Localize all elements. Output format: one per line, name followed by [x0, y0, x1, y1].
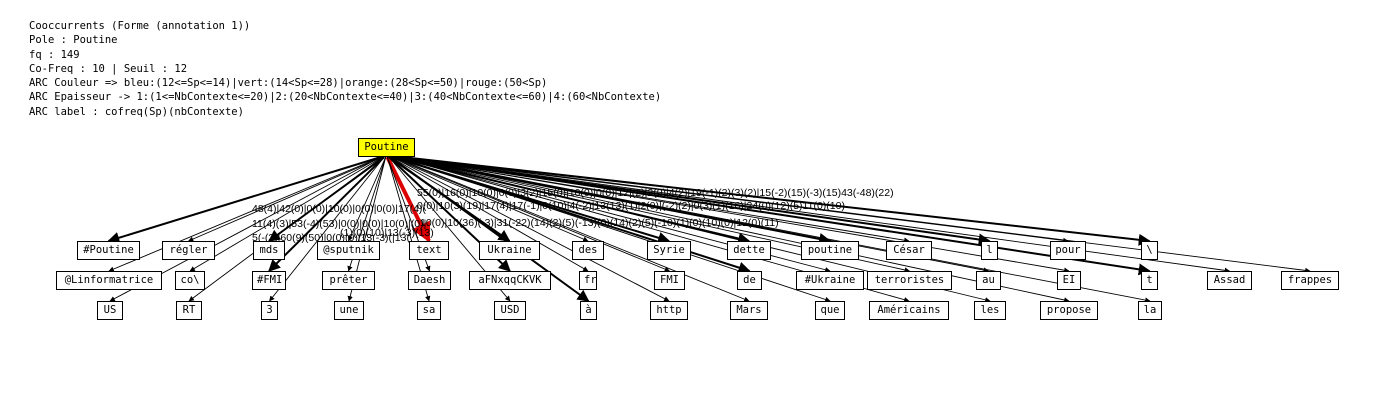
edge-arc [393, 156, 750, 302]
header-arc-color: ARC Couleur => bleu:(12<=Sp<=14)|vert:(1… [29, 77, 548, 90]
edge-arc [390, 156, 589, 272]
node-mds[interactable]: mds [253, 241, 285, 260]
edge-label-5: 0(0)|10(3)(19)|17(4)|17(-1)|0(10)|4(-2)|… [417, 200, 845, 212]
edge-arc [389, 156, 590, 302]
header-arc-label: ARC label : cofreq(Sp)(nbContexte) [29, 105, 244, 118]
edge-arc [401, 156, 1151, 276]
node-usd[interactable]: USD [494, 301, 526, 320]
edge-arc [188, 156, 383, 242]
edge-arc [391, 156, 670, 302]
node-linformatrice[interactable]: @Linformatrice [56, 271, 162, 290]
node-afnxqqckvk[interactable]: aFNxqqCKVK [469, 271, 551, 290]
edge-arc [385, 156, 431, 243]
node-hashtag-poutine[interactable]: #Poutine [77, 241, 140, 260]
node-sa[interactable]: sa [417, 301, 441, 320]
edge-arc [107, 156, 382, 244]
edge-arc [400, 156, 1070, 273]
node-terroristes[interactable]: terroristes [867, 271, 952, 290]
edge-arc [401, 156, 1151, 303]
node-us[interactable]: US [97, 301, 123, 320]
header-cofreq: Co-Freq : 10 | Seuil : 12 [29, 62, 188, 75]
edge-arc [391, 156, 670, 272]
edge-arc [400, 156, 1070, 303]
node-dette[interactable]: dette [727, 241, 771, 260]
edge-label-6: 10(0)|10(36)(-3)|31(-22)(14)(2)(5)(-13)(… [420, 217, 779, 229]
node-text[interactable]: text [409, 241, 449, 260]
node-t[interactable]: t [1141, 271, 1158, 290]
node-propose[interactable]: propose [1040, 301, 1098, 320]
node-ei[interactable]: EI [1057, 271, 1081, 290]
header-info: Cooccurrents (Forme (annotation 1)) Pole… [29, 19, 661, 119]
header-fq: fq : 149 [29, 48, 80, 61]
node-rt[interactable]: RT [176, 301, 202, 320]
node-http[interactable]: http [650, 301, 688, 320]
pole-node[interactable]: Poutine [358, 138, 415, 157]
node-regler[interactable]: régler [162, 241, 215, 260]
node-3[interactable]: 3 [261, 301, 278, 320]
edge-arc [395, 156, 832, 245]
node-cesar[interactable]: César [886, 241, 932, 260]
header-pole: Pole : Poutine [29, 34, 118, 47]
node-preter[interactable]: prêter [322, 271, 375, 290]
node-mars[interactable]: Mars [730, 301, 768, 320]
edge-arc [400, 156, 1069, 244]
node-de[interactable]: de [737, 271, 762, 290]
node-americains[interactable]: Américains [869, 301, 949, 320]
edge-arc [403, 156, 1231, 274]
node-frappes[interactable]: frappes [1281, 271, 1339, 290]
edge-arc [390, 156, 589, 242]
node-backslash[interactable]: \ [1141, 241, 1158, 260]
node-hashtag-ukraine[interactable]: #Ukraine [796, 271, 864, 290]
node-des[interactable]: des [572, 241, 604, 260]
node-daesh[interactable]: Daesh [408, 271, 451, 290]
node-poutine-lower[interactable]: poutine [801, 241, 859, 260]
node-assad[interactable]: Assad [1207, 271, 1252, 290]
edge-label-2: 11(4)(3)|53(-4)(53)|0(0)|0(0)|10(0)|(0)| [252, 218, 426, 230]
edge-label-4: 55(0)|16(0)|10(0)|0(0)|3(2)|15(0)|10(0)|… [417, 187, 894, 199]
node-fr[interactable]: fr [579, 271, 597, 290]
edge-label-7: (1)(0)(10)|13(-3)(13) [340, 227, 434, 239]
node-l[interactable]: l [981, 241, 998, 260]
edge-arc [404, 156, 1311, 274]
node-pour[interactable]: pour [1050, 241, 1086, 260]
node-ukraine[interactable]: Ukraine [479, 241, 540, 260]
node-syrie[interactable]: Syrie [647, 241, 691, 260]
node-une[interactable]: une [334, 301, 364, 320]
edge-arc [348, 156, 387, 242]
header-title: Cooccurrents (Forme (annotation 1)) [29, 20, 251, 32]
node-co-backslash[interactable]: co\ [175, 271, 205, 290]
node-a-accent[interactable]: à [580, 301, 597, 320]
node-sputnik[interactable]: @sputnik [317, 241, 380, 260]
node-au[interactable]: au [976, 271, 1001, 290]
edge-arc [189, 156, 383, 272]
node-la[interactable]: la [1138, 301, 1162, 320]
edge-arc [268, 156, 385, 272]
edge-arc [188, 156, 383, 302]
node-fmi[interactable]: FMI [654, 271, 685, 290]
edge-arc [108, 156, 382, 272]
edge-label-1: 48(4)|42(0)|0(0)|10(0)|0(0)|0(0)|17(4)( [252, 203, 426, 215]
edge-arc [401, 156, 1151, 246]
header-arc-thickness: ARC Epaisseur -> 1:(1<=NbContexte<=20)|2… [29, 91, 662, 104]
node-que[interactable]: que [815, 301, 845, 320]
node-les[interactable]: les [974, 301, 1006, 320]
graph-edge-labels: 48(4)|42(0)|0(0)|10(0)|0(0)|0(0)|17(4)( … [252, 187, 894, 244]
node-hashtag-fmi[interactable]: #FMI [252, 271, 286, 290]
edge-arc [269, 156, 385, 302]
